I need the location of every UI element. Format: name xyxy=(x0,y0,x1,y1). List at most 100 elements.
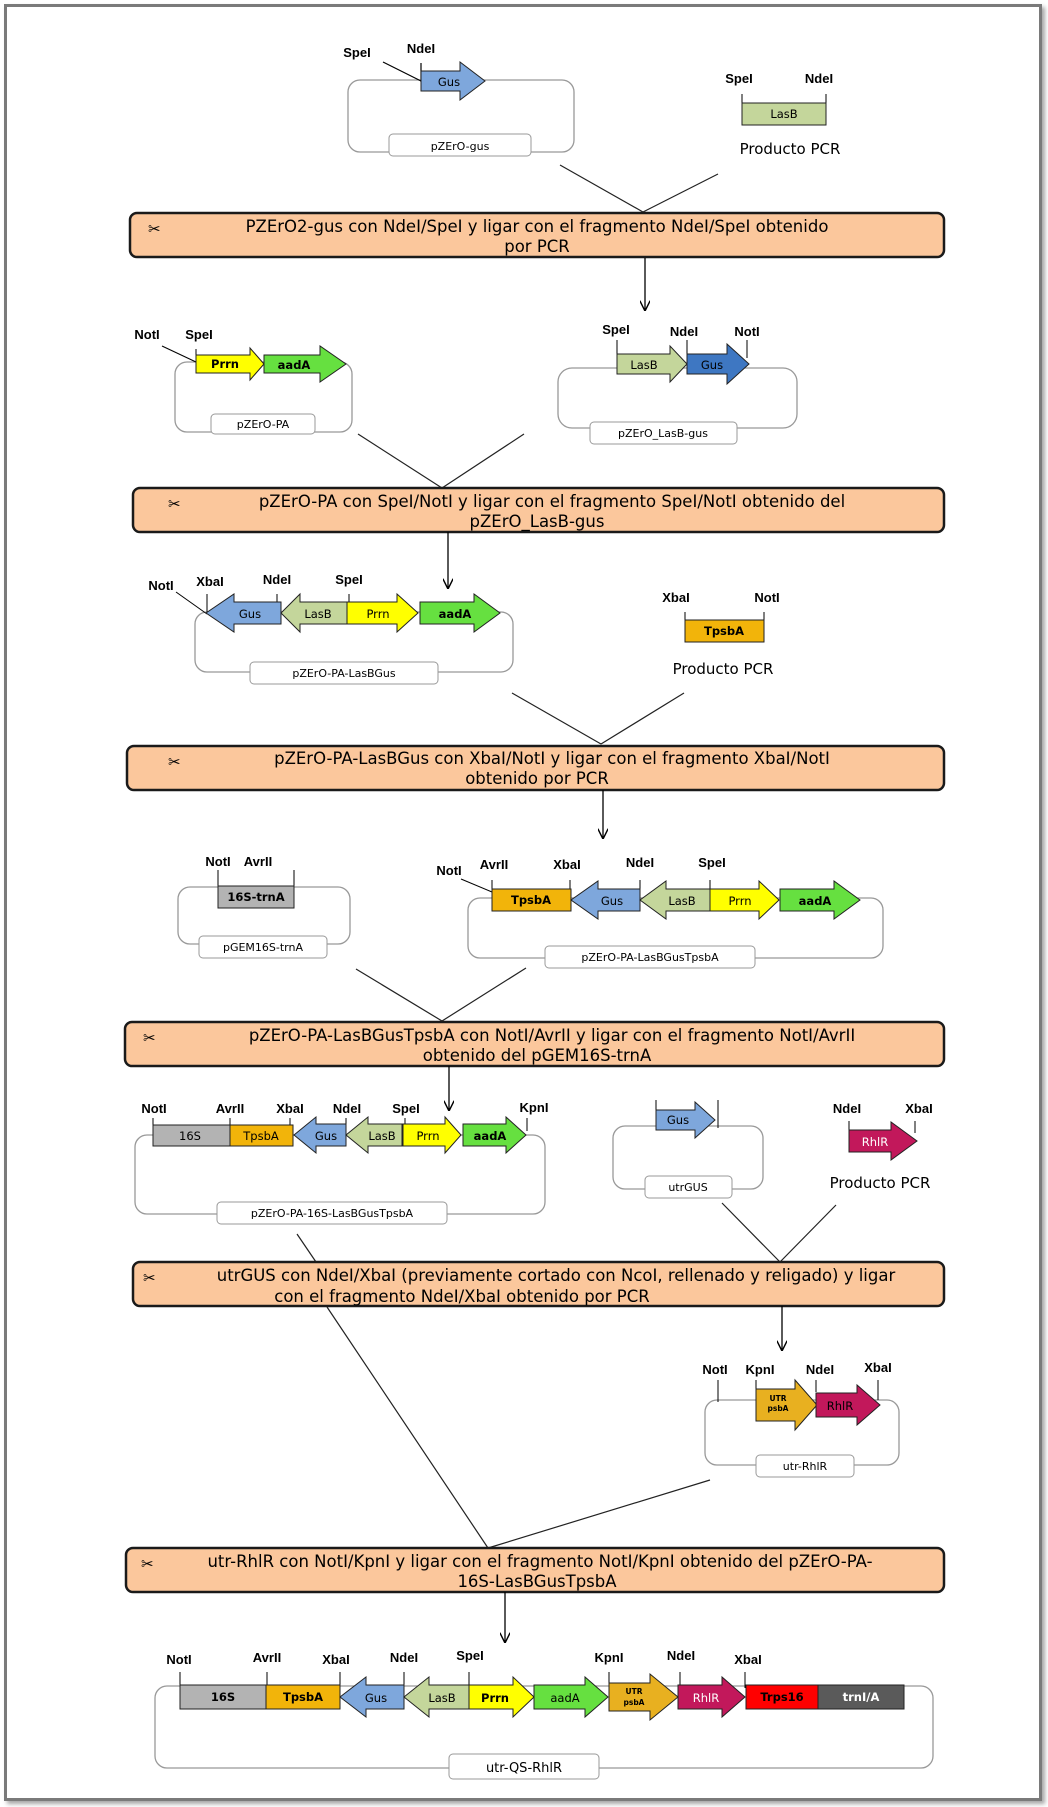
step-box-4: ✂ pZErO-PA-LasBGusTpsbA con NotI/AvrII y… xyxy=(123,1020,946,1068)
aada-gene xyxy=(419,593,501,633)
lasb-gene xyxy=(345,1115,403,1155)
svg-text:con el fragmento NdeI/XbaI obt: con el fragmento NdeI/XbaI obtenido por … xyxy=(274,1287,650,1306)
scissors-icon: ✂ xyxy=(168,755,181,771)
svg-text:NdeI: NdeI xyxy=(667,1648,695,1663)
rhlr-gene xyxy=(677,1675,746,1719)
gus-gene xyxy=(420,60,486,102)
svg-text:NotI: NotI xyxy=(436,863,461,878)
svg-text:Gus: Gus xyxy=(601,894,623,908)
svg-text:SpeI: SpeI xyxy=(185,327,212,342)
svg-text:XbaI: XbaI xyxy=(196,574,223,589)
svg-text:por PCR: por PCR xyxy=(504,237,570,256)
plasmid-pzero-lasb-gus: LasB Gus SpeI NdeI NotI pZErO_LasB-gus xyxy=(557,322,798,445)
rhlr-gene xyxy=(815,1383,881,1427)
svg-text:utr-QS-RhlR: utr-QS-RhlR xyxy=(486,1761,562,1776)
svg-text:NdeI: NdeI xyxy=(390,1650,418,1665)
site-label: NdeI xyxy=(407,41,435,56)
svg-text:RhlR: RhlR xyxy=(693,1691,719,1705)
svg-text:16S: 16S xyxy=(211,1690,235,1704)
plasmid-pgem16s-trna: 16S-trnA NotI AvrII pGEM16S-trnA xyxy=(177,854,351,959)
svg-text:Gus: Gus xyxy=(667,1113,689,1127)
svg-text:pZErO-PA: pZErO-PA xyxy=(237,418,290,431)
svg-text:16S-trnA: 16S-trnA xyxy=(227,890,284,904)
step-box-2: ✂ pZErO-PA con SpeI/NotI y ligar con el … xyxy=(131,486,946,534)
prrn-gene xyxy=(402,1115,462,1155)
svg-text:Prrn: Prrn xyxy=(366,607,389,621)
prrn-gene xyxy=(195,346,265,382)
plasmid-pzero-pa-lasbgus: Gus LasB Prrn aadA NotI XbaI NdeI SpeI p… xyxy=(148,572,514,685)
svg-text:16S: 16S xyxy=(179,1129,201,1143)
utr-psba-gene xyxy=(608,1672,679,1722)
svg-text:LasB: LasB xyxy=(428,1691,455,1705)
svg-text:utr-RhlR con NotI/KpnI y ligar: utr-RhlR con NotI/KpnI y ligar con el fr… xyxy=(207,1552,872,1571)
aada-gene xyxy=(533,1675,609,1719)
svg-text:pZErO_LasB-gus: pZErO_LasB-gus xyxy=(470,512,605,532)
gus-gene xyxy=(570,880,641,920)
prrn-gene xyxy=(346,592,419,634)
svg-text:NdeI: NdeI xyxy=(670,324,698,339)
svg-text:Producto PCR: Producto PCR xyxy=(673,660,774,678)
svg-text:Producto PCR: Producto PCR xyxy=(830,1174,931,1192)
gus-gene xyxy=(686,342,750,386)
scissors-icon: ✂ xyxy=(168,497,181,513)
plasmid-name: pZErO-gus xyxy=(431,140,490,153)
aada-gene xyxy=(779,880,861,920)
aada-gene xyxy=(263,345,347,383)
svg-text:NdeI: NdeI xyxy=(263,572,291,587)
svg-text:psbA: psbA xyxy=(623,1698,644,1707)
svg-text:pZErO-PA-LasBGus: pZErO-PA-LasBGus xyxy=(292,667,396,680)
svg-text:aadA: aadA xyxy=(550,1691,579,1705)
svg-text:XbaI: XbaI xyxy=(905,1101,932,1116)
step-box-1: ✂ PZErO2-gus con NdeI/SpeI y ligar con e… xyxy=(128,211,946,259)
prrn-gene xyxy=(709,879,780,921)
svg-text:NdeI: NdeI xyxy=(333,1101,361,1116)
plasmid-utr-qs-rhlr: 16S TpsbA Gus LasB Prrn aadA UTR psbA Rh… xyxy=(154,1648,934,1780)
svg-text:RhlR: RhlR xyxy=(827,1399,853,1413)
svg-text:SpeI: SpeI xyxy=(602,322,629,337)
svg-text:TpsbA: TpsbA xyxy=(242,1129,279,1143)
step-box-3: ✂ pZErO-PA-LasBGus con XbaI/NotI y ligar… xyxy=(125,744,946,792)
svg-text:UTR: UTR xyxy=(626,1687,643,1696)
plasmid-pzero-pa: Prrn aadA NotI SpeI pZErO-PA xyxy=(134,327,353,435)
svg-text:AvrII: AvrII xyxy=(244,854,272,869)
svg-text:Gus: Gus xyxy=(239,607,261,621)
plasmid-utrgus: Gus utrGUS xyxy=(612,1100,764,1199)
svg-text:aadA: aadA xyxy=(439,607,472,621)
svg-text:Producto PCR: Producto PCR xyxy=(740,140,841,158)
svg-text:UTR: UTR xyxy=(770,1394,787,1403)
svg-text:PZErO2-gus con NdeI/SpeI y li: PZErO2-gus con NdeI/SpeI y ligar con el … xyxy=(246,217,829,236)
svg-text:aadA: aadA xyxy=(474,1129,507,1143)
svg-text:Gus: Gus xyxy=(701,358,723,372)
plasmid-pzero-pa-lasbgustpsba: TpsbA Gus LasB Prrn aadA NotI AvrII XbaI… xyxy=(436,855,884,969)
svg-text:AvrII: AvrII xyxy=(253,1650,281,1665)
lasb-gene xyxy=(280,592,348,634)
svg-text:KpnI: KpnI xyxy=(746,1362,775,1377)
pcr-product-lasb-1: LasB SpeI NdeI Producto PCR xyxy=(725,71,840,158)
svg-text:Gus: Gus xyxy=(438,75,460,89)
svg-text:AvrII: AvrII xyxy=(480,857,508,872)
svg-text:Prrn: Prrn xyxy=(728,894,751,908)
scissors-icon: ✂ xyxy=(148,222,161,238)
gus-gene xyxy=(205,593,282,633)
plasmid-pzero-pa-16s: 16S TpsbA Gus LasB Prrn aadA NotI AvrII … xyxy=(134,1100,549,1225)
svg-text:pZErO-PA-16S-LasBGusTpsbA: pZErO-PA-16S-LasBGusTpsbA xyxy=(251,1207,414,1220)
scissors-icon: ✂ xyxy=(143,1271,156,1287)
svg-text:Prrn: Prrn xyxy=(416,1129,439,1143)
plasmid-pzero-gus: Gus SpeI NdeI pZErO-gus xyxy=(343,41,575,157)
svg-text:TpsbA: TpsbA xyxy=(704,624,744,638)
gus-gene xyxy=(293,1115,347,1155)
scissors-icon: ✂ xyxy=(143,1031,156,1047)
plasmid-utr-rhlr: UTR psbA RhlR NotI KpnI NdeI XbaI utr-Rh… xyxy=(702,1360,900,1478)
svg-text:XbaI: XbaI xyxy=(553,857,580,872)
svg-text:NotI: NotI xyxy=(141,1101,166,1116)
svg-text:NotI: NotI xyxy=(134,327,159,342)
svg-text:Gus: Gus xyxy=(315,1129,337,1143)
svg-text:pGEM16S-trnA: pGEM16S-trnA xyxy=(223,941,304,954)
svg-text:KpnI: KpnI xyxy=(520,1100,549,1115)
lasb-gene xyxy=(639,880,711,920)
svg-text:RhlR: RhlR xyxy=(862,1135,888,1149)
svg-text:trnI/A: trnI/A xyxy=(843,1690,880,1704)
lasb-gene xyxy=(403,1675,470,1719)
svg-text:SpeI: SpeI xyxy=(392,1101,419,1116)
